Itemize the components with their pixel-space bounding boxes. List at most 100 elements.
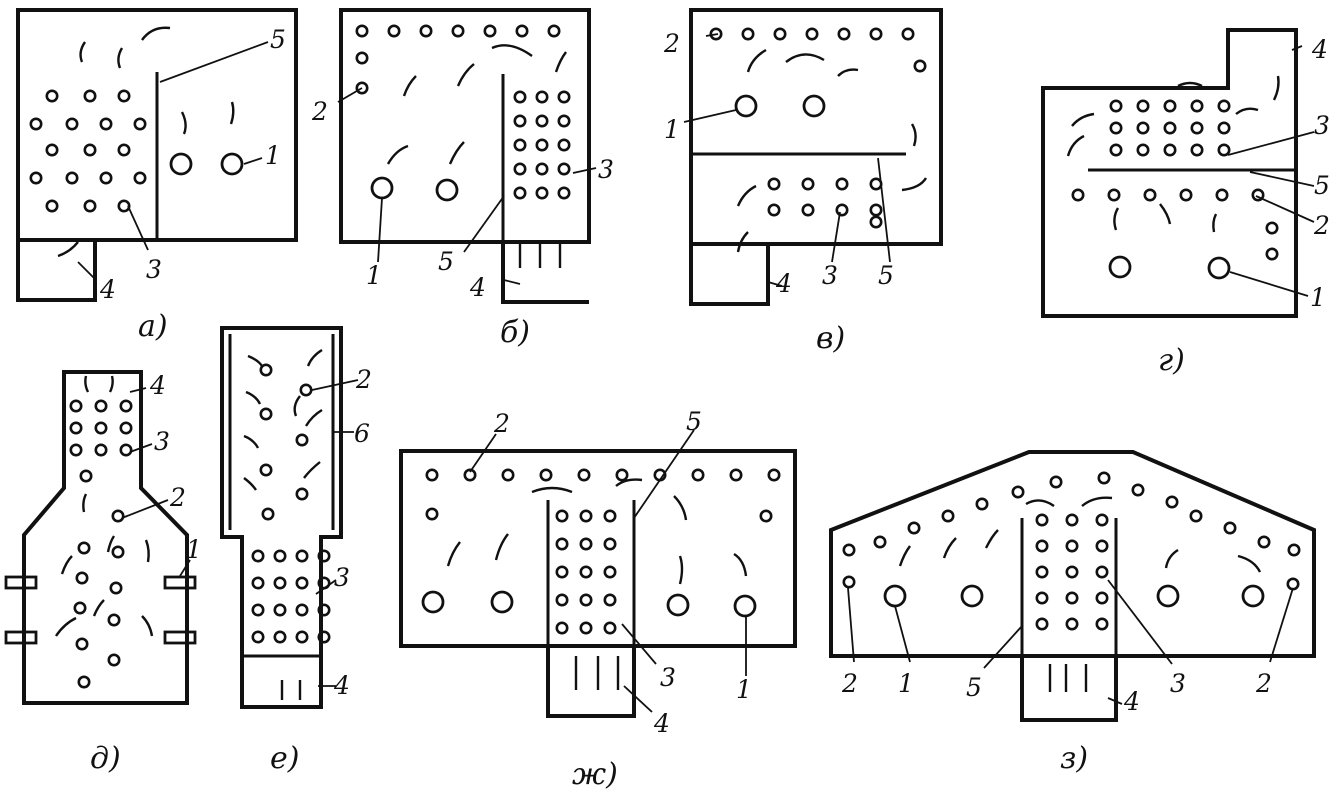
tube [1189,509,1203,523]
tube [1265,247,1279,261]
tube [801,177,815,191]
label-3: 3 [822,261,838,290]
furnace-outline [22,370,189,705]
burner [666,593,690,617]
label-2: 2 [663,29,680,58]
tube [1136,143,1150,157]
tube [603,593,617,607]
tube [741,27,755,41]
tube [873,535,887,549]
flow-arrows [243,348,323,700]
tube [94,443,108,457]
tube [805,27,819,41]
tube [539,468,553,482]
tube [251,576,265,590]
caption-zh: ж) [572,757,618,790]
tube [295,433,309,447]
tube [69,443,83,457]
label-4: 4 [333,671,350,700]
tube [555,621,569,635]
burner [435,178,459,202]
label-1: 1 [186,535,202,564]
tube [99,171,113,185]
tube [117,143,131,157]
tube [501,468,515,482]
tube [759,509,773,523]
burner [370,176,394,200]
tube [1179,188,1193,202]
tube [801,203,815,217]
tube [513,186,527,200]
tube [615,468,629,482]
tube [75,637,89,651]
tube [603,565,617,579]
tube [107,653,121,667]
tube [603,537,617,551]
tube [1163,99,1177,113]
tube [557,90,571,104]
tube [842,575,856,589]
tube [109,581,123,595]
tube [535,138,549,152]
caption-d: д) [90,741,121,776]
tube [1287,543,1301,557]
tube [117,89,131,103]
tube [355,81,369,95]
tube [75,571,89,585]
label-2: 2 [355,365,372,394]
tube [45,199,59,213]
tube [1065,513,1079,527]
tube [535,90,549,104]
tube [1035,591,1049,605]
label-2: 2 [493,409,510,438]
tube [1035,513,1049,527]
burner [960,584,984,608]
tube [579,621,593,635]
diagram-z: 2 1 5 3 2 4 з) [829,450,1316,776]
tube [603,621,617,635]
tube [1265,221,1279,235]
burner [802,94,826,118]
tube-bank [355,24,571,200]
caption-v: в) [816,321,845,356]
tube [295,603,309,617]
caption-e: е) [270,741,299,776]
tube [77,675,91,689]
tube [259,363,273,377]
tube-bank [69,399,133,689]
tube [1217,143,1231,157]
diagram-g: 4 3 5 2 1 г) [1041,28,1330,378]
tube [1011,485,1025,499]
tube [99,117,113,131]
tube [1049,475,1063,489]
tube [317,630,331,644]
tube [579,565,593,579]
tube [555,593,569,607]
tube [77,541,91,555]
tube-bank [29,89,147,213]
tube [901,27,915,41]
label-5: 5 [686,407,702,436]
tube [1065,539,1079,553]
tube [273,576,287,590]
tube [94,399,108,413]
tube-bank [425,468,781,635]
tube [83,143,97,157]
tube [547,24,561,38]
furnace-outline [399,449,797,718]
tube [773,27,787,41]
tube [767,177,781,191]
label-2-left: 2 [841,669,858,698]
tube [251,630,265,644]
tube [45,143,59,157]
tube [1190,143,1204,157]
label-3: 3 [1314,111,1330,140]
label-1: 1 [366,261,382,290]
tube [557,138,571,152]
tube [251,549,265,563]
tube [1065,617,1079,631]
tube [577,468,591,482]
tube [869,215,883,229]
tube [1190,99,1204,113]
label-4: 4 [653,709,670,738]
